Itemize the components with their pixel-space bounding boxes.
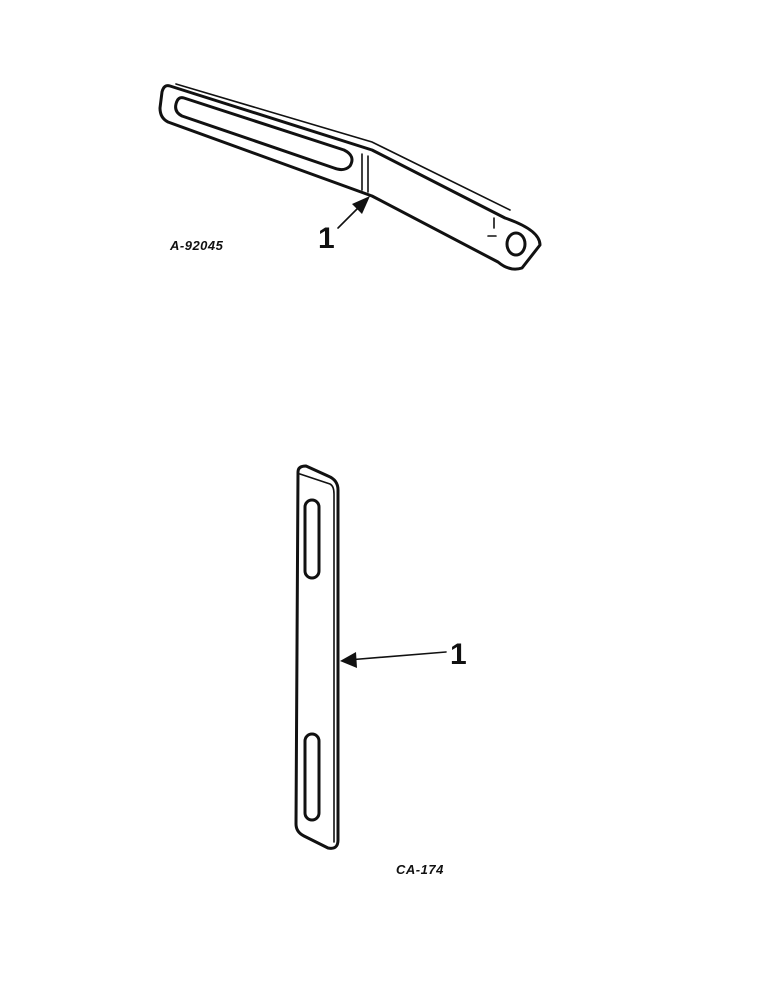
callout-number: 1	[450, 638, 467, 671]
plate-drawing	[294, 464, 447, 850]
callout-number: 1	[318, 222, 335, 255]
figure-code-label: CA-174	[396, 862, 444, 877]
figure-brace: A-92045 1	[0, 0, 772, 330]
brace-drawing	[158, 83, 542, 271]
figure-plate: 1 CA-174	[0, 440, 772, 900]
figure-code-label: A-92045	[170, 238, 224, 253]
